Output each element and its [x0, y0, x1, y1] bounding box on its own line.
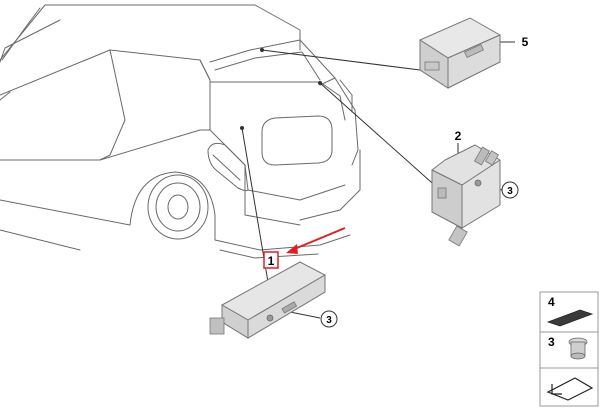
leader-part5 [261, 49, 421, 71]
svg-text:3: 3 [507, 186, 513, 197]
nut-icon [568, 337, 588, 360]
svg-text:3: 3 [326, 315, 332, 326]
leader-dot-part1 [240, 126, 244, 130]
legend-item3-label: 3 [548, 335, 555, 349]
leader-part2 [319, 82, 441, 191]
legend-panel: 4 3 [539, 291, 599, 407]
return-arrow-icon [546, 377, 594, 401]
callout-part1: 1 [263, 251, 279, 269]
pad-icon [546, 309, 594, 327]
legend-item4-label: 4 [548, 295, 555, 309]
leader-callout3b [289, 311, 321, 319]
leader-dot-part5 [260, 48, 264, 52]
callout-part3b: 3 [320, 310, 338, 328]
callout-part2: 2 [455, 129, 462, 143]
car-outline [0, 4, 361, 259]
callout-part3a: 3 [501, 181, 519, 199]
leader-dot-part2 [318, 81, 322, 85]
highlight-arrow [286, 227, 346, 254]
callout-part5: 5 [522, 35, 529, 49]
svg-text:1: 1 [268, 254, 275, 268]
part1-antenna-module [209, 261, 326, 339]
part5-module [419, 17, 501, 89]
part2-amplifier [431, 144, 501, 247]
